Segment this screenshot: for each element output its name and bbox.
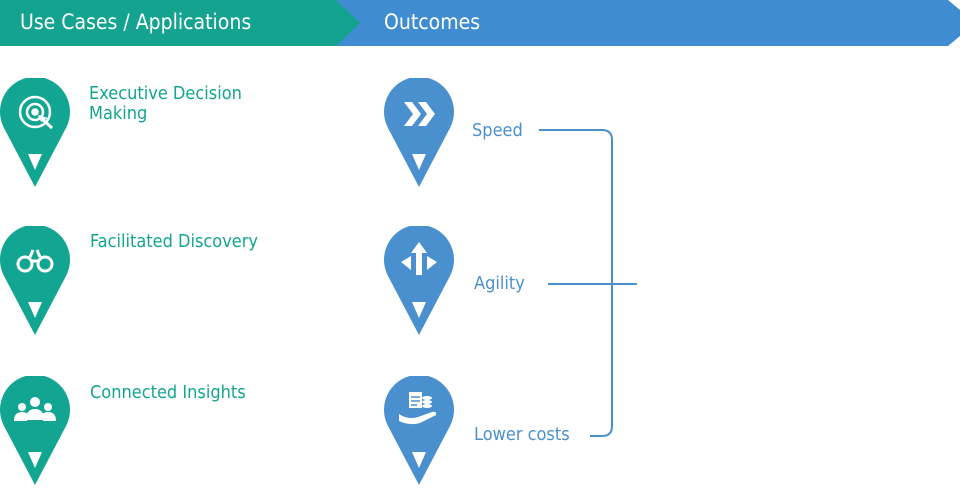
use-cases-banner: [0, 0, 360, 46]
fast-forward-icon: [404, 102, 435, 126]
outcome-label-speed: Speed: [472, 120, 523, 141]
outcome-pin: [384, 226, 454, 335]
arrows-split-icon: [401, 242, 437, 275]
use-case-label-executive: Executive Decision Making: [89, 83, 242, 124]
outcome-pin: [384, 376, 454, 485]
target-click-icon: [18, 95, 54, 130]
use-case-label-insights: Connected Insights: [90, 382, 246, 403]
outcome-pin: [384, 78, 454, 187]
header-banner: [0, 0, 960, 46]
outcomes-heading: Outcomes: [384, 10, 481, 34]
use-case-pin: [0, 226, 70, 335]
binoculars-icon: [16, 249, 54, 273]
outcome-label-agility: Agility: [474, 273, 525, 294]
use-case-pin: [0, 78, 70, 187]
outcome-label-lower-costs: Lower costs: [474, 424, 570, 445]
use-case-pin: [0, 376, 70, 485]
use-cases-heading: Use Cases / Applications: [20, 10, 252, 34]
people-group-icon: [14, 397, 56, 421]
use-case-label-discovery: Facilitated Discovery: [90, 231, 258, 252]
hand-coins-icon: [399, 392, 437, 425]
